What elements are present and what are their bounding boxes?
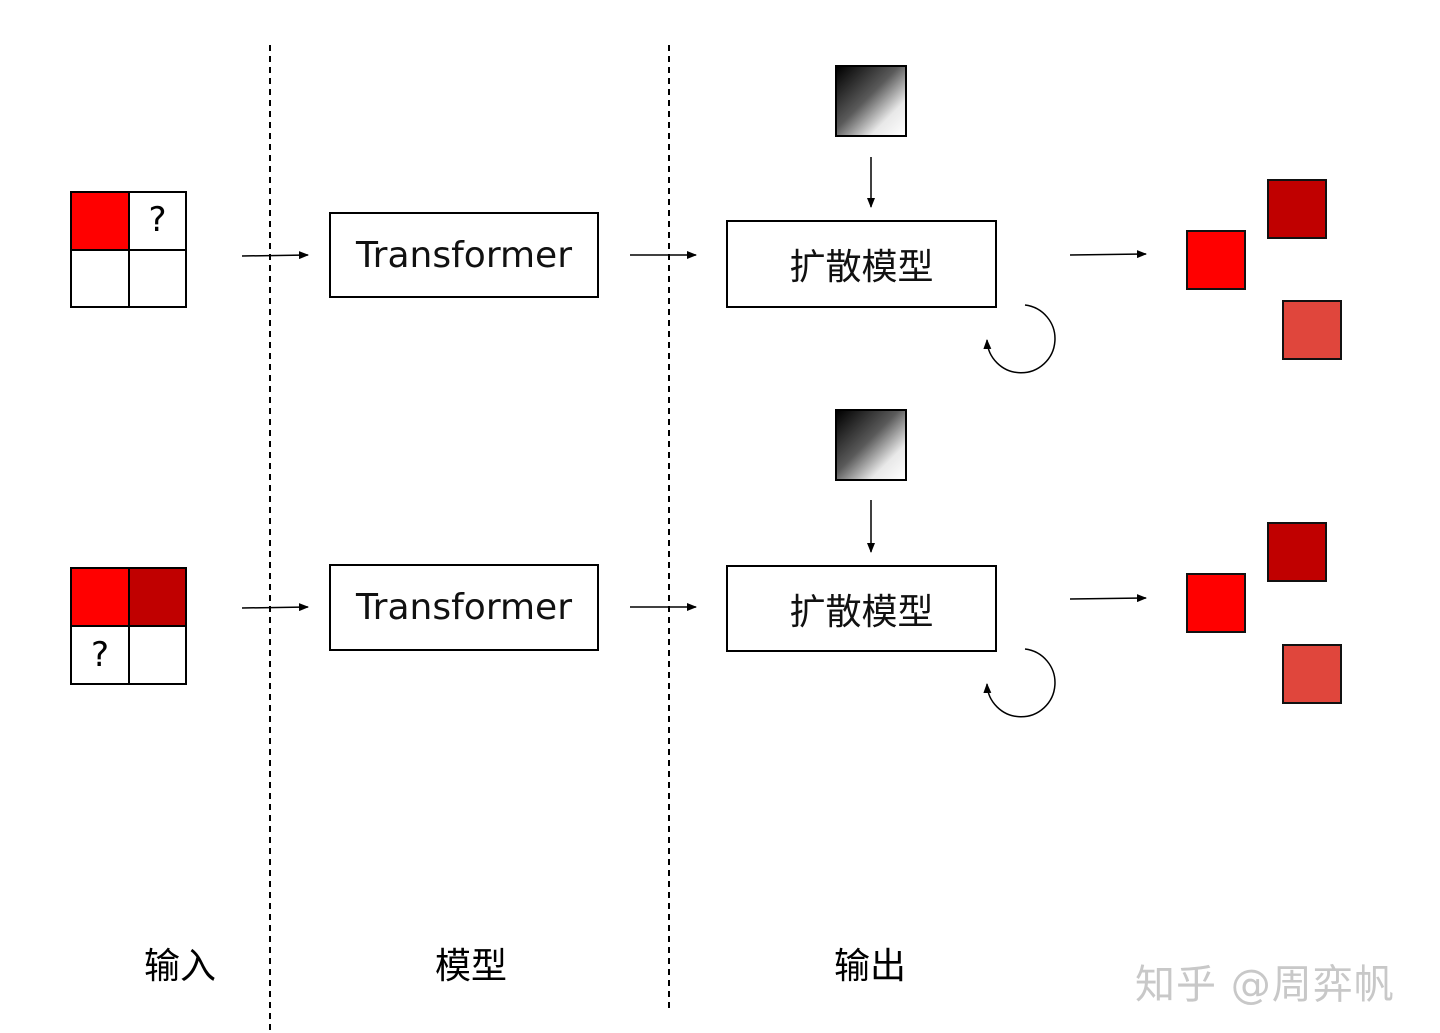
column-label-output: 输出: [833, 946, 906, 987]
question-mark: ?: [90, 635, 110, 675]
column-label-model: 模型: [434, 946, 507, 987]
transformer-box-1: Transformer: [329, 212, 599, 298]
transformer-box-2: Transformer: [329, 564, 599, 651]
noise-image-2: [835, 409, 907, 481]
noise-image-1: [835, 65, 907, 137]
diffusion-model-box-1: 扩散模型: [726, 220, 997, 308]
grid-cell-red: [70, 191, 130, 251]
loop-arrow-1: [983, 304, 1056, 374]
watermark: 知乎 @周弈帆: [1135, 962, 1395, 1008]
output-square-light-red: [1282, 644, 1342, 704]
output-square-red: [1186, 573, 1246, 633]
arrow-diffusion-to-output-1: [1069, 250, 1147, 259]
question-mark: ?: [148, 200, 167, 240]
column-label-input: 输入: [143, 946, 216, 987]
diffusion-model-box-2: 扩散模型: [726, 565, 997, 652]
arrow-diffusion-to-output-2: [1069, 594, 1147, 603]
output-square-red: [1186, 230, 1246, 290]
grid-cell-empty: [128, 625, 187, 685]
loop-arrow-2: [983, 648, 1056, 718]
output-square-dark-red: [1267, 522, 1327, 582]
grid-cell-empty: [70, 249, 130, 308]
grid-cell-unknown: ?: [128, 191, 187, 251]
output-square-light-red: [1282, 300, 1342, 360]
grid-cell-dark-red: [128, 567, 187, 627]
output-square-dark-red: [1267, 179, 1327, 239]
arrow-input-to-transformer-1: [241, 251, 309, 260]
grid-cell-empty: [128, 249, 187, 308]
grid-cell-unknown: ?: [70, 625, 130, 685]
arrow-input-to-transformer-2: [241, 603, 309, 612]
grid-cell-red: [70, 567, 130, 627]
